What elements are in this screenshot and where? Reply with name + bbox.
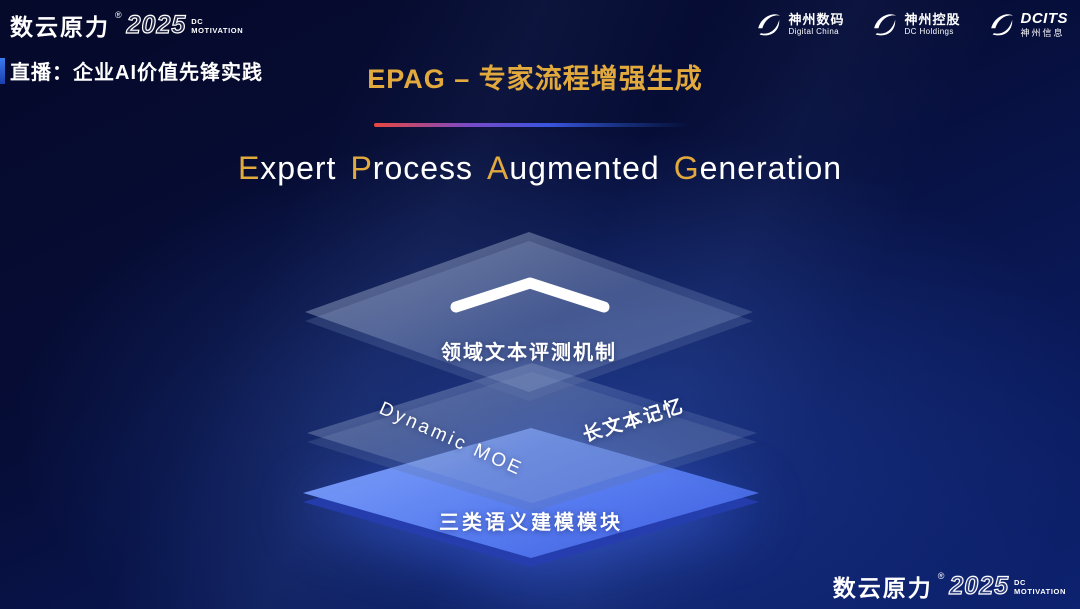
partner-sub: DC Holdings	[904, 27, 954, 37]
partner-sub: Digital China	[788, 27, 840, 37]
brand-tag-line1: DC	[1014, 578, 1027, 588]
title-word-expert: Expert	[238, 150, 336, 187]
bottom-layer-label: 三类语义建模模块	[439, 512, 623, 534]
layer-top	[305, 232, 753, 401]
dcits-logo-icon	[987, 10, 1015, 38]
brand-tagline: DC MOTIVATION	[1014, 579, 1066, 596]
brand-tagline: DC MOTIVATION	[191, 18, 243, 35]
layer-stack-diagram: 领域文本评测机制 Dynamic MOE 长文本记忆 三类语义建模模块	[295, 225, 775, 575]
title-word-augmented: Augmented	[487, 150, 660, 187]
title-initial: G	[673, 150, 700, 186]
title-initial: A	[487, 150, 510, 186]
partner-dcits: DCITS 神州信息	[987, 10, 1069, 39]
brand-name: 数云原力	[832, 575, 933, 601]
title-gradient-divider	[374, 123, 690, 127]
title-rest: rocess	[372, 150, 474, 186]
title-word-generation: Generation	[674, 150, 842, 187]
footer-brand-logo: 数云原力 ® 2025 DC MOTIVATION	[833, 569, 1066, 603]
top-layer-label: 领域文本评测机制	[441, 342, 617, 364]
layer-middle	[307, 363, 757, 512]
title-rest: xpert	[260, 150, 337, 186]
chevron-up-icon	[444, 273, 616, 317]
title-initial: E	[237, 150, 261, 186]
brand-year: 2025	[126, 10, 187, 39]
layer-bottom	[303, 428, 759, 567]
registered-mark: ®	[115, 10, 122, 20]
partner-digital-china: 神州数码 Digital China	[754, 10, 844, 38]
title-rest: ugmented	[509, 150, 660, 186]
title-initial: P	[350, 150, 373, 186]
title-word-process: Process	[350, 150, 473, 187]
brand-tag-line2: MOTIVATION	[191, 26, 244, 35]
partner-name: DCITS	[1020, 10, 1068, 27]
brand-logo: 数云原力 ® 2025 DC MOTIVATION	[10, 8, 243, 42]
title-rest: eneration	[699, 150, 843, 186]
brand-tag-line2: MOTIVATION	[1014, 587, 1066, 596]
partner-sub: 神州信息	[1020, 28, 1065, 38]
partner-logos: 神州数码 Digital China 神州控股 DC Holdings DCIT…	[754, 10, 1068, 39]
partner-dc-holdings: 神州控股 DC Holdings	[870, 10, 960, 38]
brand-year: 2025	[949, 571, 1010, 600]
partner-name: 神州控股	[904, 11, 961, 27]
registered-mark: ®	[937, 571, 945, 581]
digital-china-logo-icon	[754, 10, 782, 38]
page-title: EPAG – 专家流程增强生成	[367, 64, 703, 94]
stream-accent-bar	[0, 58, 5, 84]
brand-name: 数云原力	[10, 14, 110, 40]
stream-label: 直播：企业AI价值先锋实践	[10, 62, 263, 84]
dc-holdings-logo-icon	[870, 10, 898, 38]
main-title: Expert Process Augmented Generation	[0, 150, 1080, 187]
brand-tag-line1: DC	[191, 17, 204, 27]
partner-name: 神州数码	[788, 11, 845, 27]
